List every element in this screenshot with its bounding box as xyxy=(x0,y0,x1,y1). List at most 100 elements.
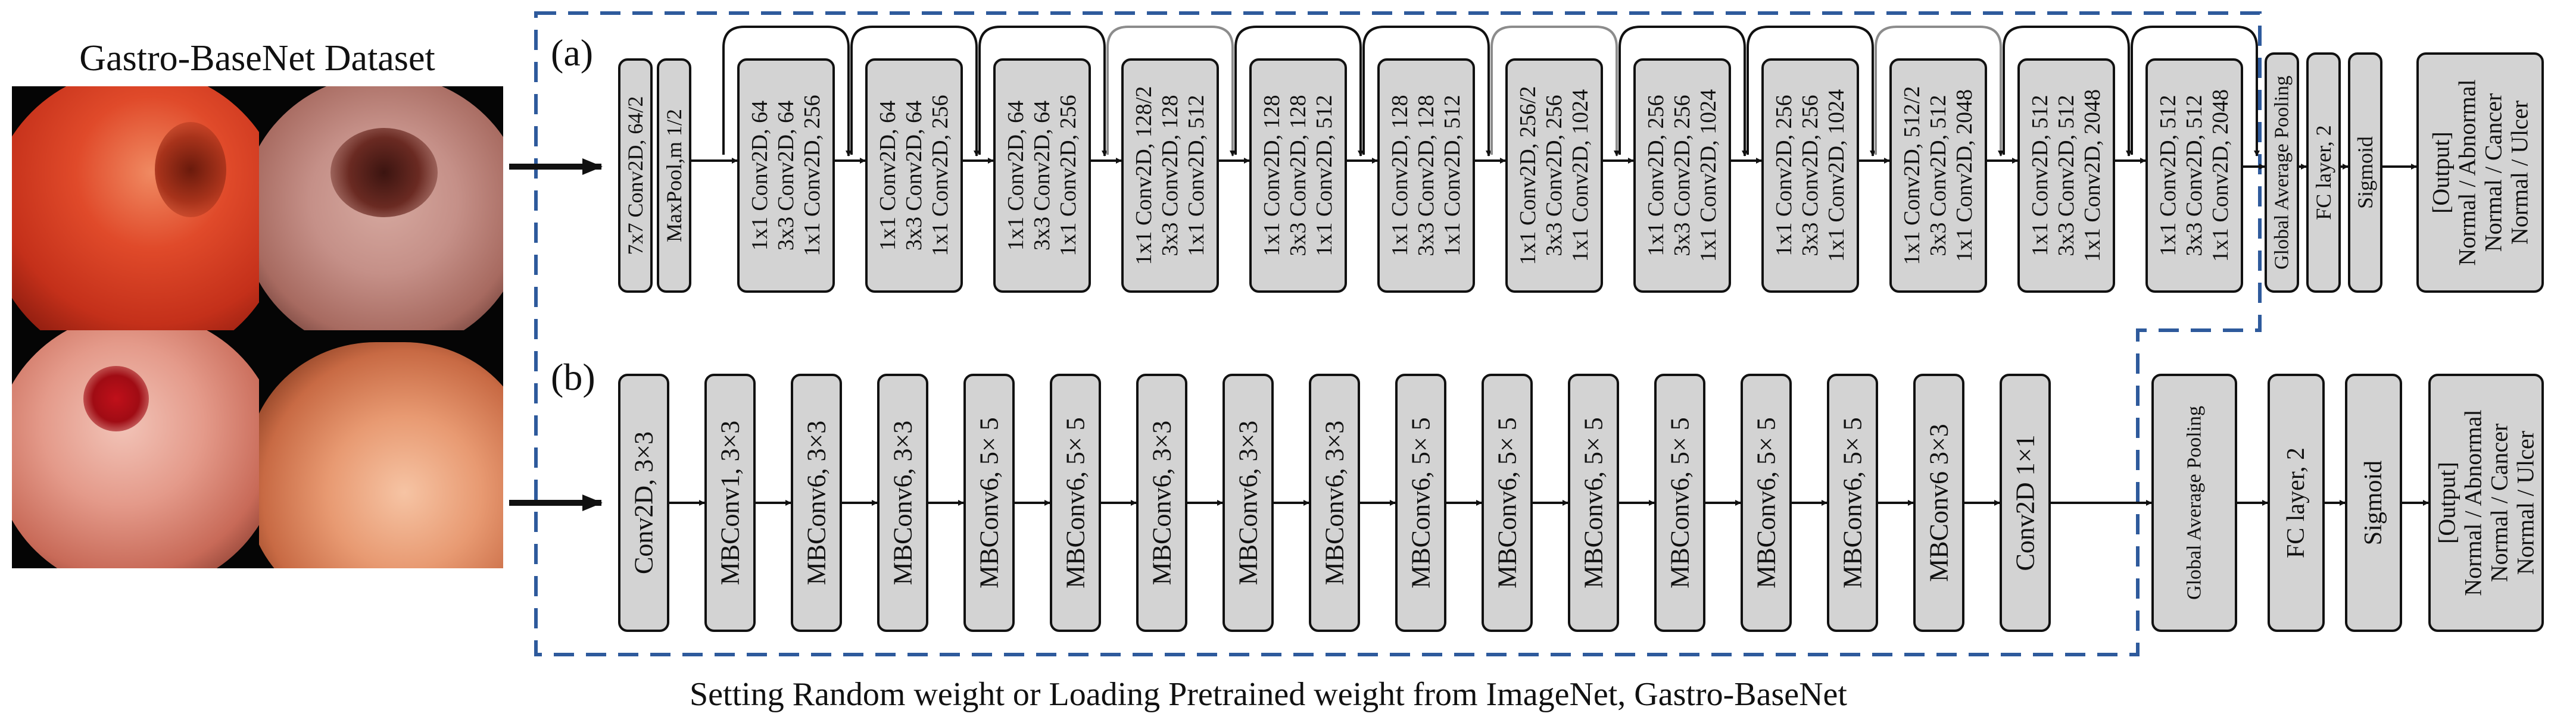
panel-a-block-12-text-1: 3x3 Conv2D, 512 xyxy=(2054,95,2079,256)
panel-a-block-1-box xyxy=(657,58,691,293)
panel-b-block-14: MBConv6, 5× 5 xyxy=(1827,374,1878,632)
panel-b-block-6-text-0: MBConv6, 3×3 xyxy=(1147,421,1177,586)
panel-a-block-6-text-0: 1x1 Conv2D, 128 xyxy=(1259,95,1284,256)
panel-a-block-9-text-2: 1x1 Conv2D, 1024 xyxy=(1696,89,1721,262)
endoscopy-image-3 xyxy=(12,330,259,568)
panel-a-block-16-text-0: Sigmoid xyxy=(2353,136,2377,209)
panel-a-network: 7x7 Conv2D, 64/2 MaxPool,m 1/2 1x1 Conv2D,… xyxy=(618,26,2544,293)
panel-b-network: Conv2D, 3×3 MBConv1, 3×3 MBConv6, 3×3 MBCon… xyxy=(618,374,2544,632)
panel-a-block-17-text-3: Normal / Ulcer xyxy=(2506,101,2533,245)
panel-a-block-15-text-0: FC layer, 2 xyxy=(2312,125,2335,220)
panel-a-block-3-text-2: 1x1 Conv2D, 256 xyxy=(928,95,953,256)
panel-a-block-13-text-0: 1x1 Conv2D, 512 xyxy=(2156,95,2181,256)
panel-a-block-12-text-0: 1x1 Conv2D, 512 xyxy=(2028,95,2053,256)
panel-a-skip-connection-3 xyxy=(850,26,980,157)
panel-a-block-3-box xyxy=(865,58,963,293)
panel-a-block-10-text-2: 1x1 Conv2D, 1024 xyxy=(1824,89,1849,262)
panel-a-skip-connection-8 xyxy=(1490,26,1620,157)
endoscopy-image-1 xyxy=(12,86,259,330)
panel-a-block-2-text-0: 1x1 Conv2D, 64 xyxy=(747,101,772,251)
panel-a-block-7-text-1: 3x3 Conv2D, 128 xyxy=(1414,95,1439,256)
endoscopy-image-2 xyxy=(259,86,503,330)
panel-a-block-17-text-0: [Output] xyxy=(2428,132,2455,214)
panel-a-skip-connection-6 xyxy=(1234,26,1364,157)
panel-a-block-11-text-1: 3x3 Conv2D, 512 xyxy=(1926,95,1951,256)
panel-a-skip-connection-4 xyxy=(978,26,1108,157)
panel-b-block-12: MBConv6, 5× 5 xyxy=(1654,374,1705,632)
panel-b-block-15: MBConv6 3×3 xyxy=(1913,374,1964,632)
panel-a-block-13-text-1: 3x3 Conv2D, 512 xyxy=(2182,95,2207,256)
panel-a-block-8-text-1: 3x3 Conv2D, 256 xyxy=(1542,95,1567,256)
panel-a-block-8-box xyxy=(1505,58,1603,293)
panel-a-block-9-text-0: 1x1 Conv2D, 256 xyxy=(1643,95,1669,256)
panel-a-block-0-text-0: 7x7 Conv2D, 64/2 xyxy=(623,96,647,255)
panel-a-block-1: MaxPool,m 1/2 xyxy=(657,58,691,293)
panel-b-block-10: MBConv6, 5× 5 xyxy=(1482,374,1533,632)
panel-b-block-6: MBConv6, 3×3 xyxy=(1136,374,1187,632)
panel-b-block-2-text-0: MBConv6, 3×3 xyxy=(802,421,831,586)
dashed-frame xyxy=(534,11,2262,656)
panel-a-block-3-text-1: 3x3 Conv2D, 64 xyxy=(902,101,927,251)
dataset-title: Gastro-BaseNet Dataset xyxy=(79,38,435,79)
panel-a-block-11-text-0: 1x1 Conv2D, 512/2 xyxy=(1900,86,1925,265)
panel-a-block-3-text-0: 1x1 Conv2D, 64 xyxy=(875,101,900,251)
panel-a-block-6-text-1: 3x3 Conv2D, 128 xyxy=(1286,95,1311,256)
panel-a-block-7-box xyxy=(1377,58,1475,293)
panel-a-block-5-text-0: 1x1 Conv2D, 128/2 xyxy=(1131,86,1156,265)
panel-a-block-7-text-0: 1x1 Conv2D, 128 xyxy=(1387,95,1412,256)
panel-a-block-5-text-1: 3x3 Conv2D, 128 xyxy=(1158,95,1183,256)
panel-b-block-0: Conv2D, 3×3 xyxy=(618,374,669,632)
panel-a-block-17-box xyxy=(2416,52,2544,293)
panel-b-block-5-text-0: MBConv6, 5× 5 xyxy=(1061,417,1090,589)
panel-b-block-19-text-0: Sigmoid xyxy=(2360,461,2387,545)
panel-a-block-13-box xyxy=(2145,58,2243,293)
panel-b-block-11: MBConv6, 5× 5 xyxy=(1568,374,1619,632)
panel-b-label: (b) xyxy=(551,356,595,398)
panel-a-block-5-text-2: 1x1 Conv2D, 512 xyxy=(1184,95,1209,256)
panel-b-block-19: Sigmoid xyxy=(2345,374,2402,632)
panel-a-block-2-text-2: 1x1 Conv2D, 256 xyxy=(800,95,825,256)
panel-b-block-18: FC layer, 2 xyxy=(2268,374,2325,632)
panel-a-block-2-box xyxy=(737,58,835,293)
panel-a-block-9-box xyxy=(1633,58,1731,293)
panel-b-block-13-text-0: MBConv6, 5× 5 xyxy=(1752,417,1781,589)
panel-a-skip-connection-13 xyxy=(2131,26,2260,157)
panel-b-block-8-text-0: MBConv6, 3×3 xyxy=(1320,421,1349,586)
panel-a-skip-connection-11 xyxy=(1875,26,2004,157)
panel-b-block-1: MBConv1, 3×3 xyxy=(704,374,756,632)
panel-a-block-16: Sigmoid xyxy=(2348,52,2382,293)
panel-b-block-20-box xyxy=(2428,374,2544,632)
panel-b-block-3: MBConv6, 3×3 xyxy=(877,374,928,632)
panel-a-block-15-box xyxy=(2306,52,2341,293)
panel-a-block-5-box xyxy=(1121,58,1219,293)
panel-a-skip-connection-2 xyxy=(722,26,852,157)
panel-a-block-1-text-0: MaxPool,m 1/2 xyxy=(662,109,686,242)
panel-b-block-15-text-0: MBConv6 3×3 xyxy=(1925,424,1954,582)
panel-a-block-6-text-2: 1x1 Conv2D, 512 xyxy=(1312,95,1337,256)
panel-b-block-4: MBConv6, 5× 5 xyxy=(963,374,1015,632)
panel-a-block-8-text-2: 1x1 Conv2D, 1024 xyxy=(1568,89,1593,262)
panel-b-block-1-text-0: MBConv1, 3×3 xyxy=(716,421,745,586)
panel-b-block-14-text-0: MBConv6, 5× 5 xyxy=(1838,417,1867,589)
panel-b-block-9-text-0: MBConv6, 5× 5 xyxy=(1406,417,1436,589)
caption: Setting Random weight or Loading Pretrai… xyxy=(690,676,1847,713)
panel-b-block-9: MBConv6, 5× 5 xyxy=(1395,374,1446,632)
panel-a-skip-connection-12 xyxy=(2003,26,2132,157)
panel-a-block-14-text-0: Global Average Pooling xyxy=(2271,76,2293,270)
panel-b-block-18-text-0: FC layer, 2 xyxy=(2282,447,2310,558)
panel-b-block-20-text-1: Normal / Abnormal xyxy=(2460,409,2487,596)
panel-a-block-9-text-1: 3x3 Conv2D, 256 xyxy=(1670,95,1695,256)
panel-a-block-6-box xyxy=(1249,58,1347,293)
panel-a-block-17-text-1: Normal / Abnormal xyxy=(2454,79,2481,265)
